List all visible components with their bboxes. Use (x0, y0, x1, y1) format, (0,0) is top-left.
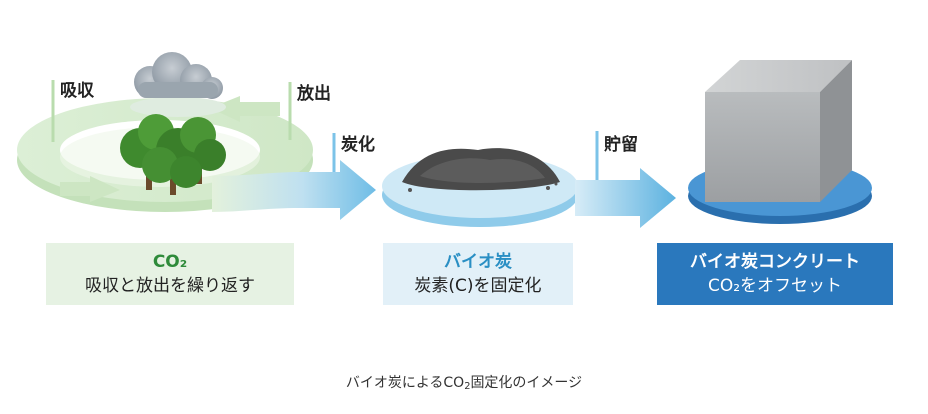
concrete-info-box: バイオ炭コンクリート CO₂をオフセット (657, 243, 893, 305)
stage-store-label: 貯留 (604, 134, 638, 155)
cycle-info-box: CO₂ 吸収と放出を繰り返す (46, 243, 294, 305)
stage-carbonize-label: 炭化 (341, 134, 375, 155)
concrete-title: バイオ炭コンクリート (690, 252, 860, 272)
concrete-cube-icon (688, 60, 872, 224)
cloud-icon (130, 52, 226, 117)
caption-pre: バイオ炭によるCO (345, 375, 465, 391)
stage-absorb-label: 吸収 (60, 81, 95, 101)
biochar-description: 炭素(C)を固定化 (414, 276, 542, 296)
stage-carbonize: 炭化 (332, 133, 375, 172)
stage-release-label: 放出 (296, 83, 331, 104)
biochar-info-box: バイオ炭 炭素(C)を固定化 (383, 243, 573, 305)
cycle-title: CO₂ (152, 252, 188, 272)
caption-post: 固定化のイメージ (470, 375, 583, 391)
cycle-description: 吸収と放出を繰り返す (85, 276, 255, 296)
biochar-plate-icon (382, 148, 578, 227)
stage-release: 放出 (288, 82, 331, 140)
figure-caption: バイオ炭によるCO2固定化のイメージ (0, 372, 928, 392)
concrete-description: CO₂をオフセット (707, 276, 843, 296)
carbonize-arrow (212, 160, 376, 220)
absorb-arrow-icon (60, 176, 120, 202)
release-arrow-icon (210, 96, 280, 122)
trees-icon (120, 114, 226, 195)
caption-sub: 2 (464, 380, 471, 392)
biochar-title: バイオ炭 (444, 252, 512, 272)
stage-store: 貯留 (595, 131, 638, 180)
stage-absorb: 吸収 (51, 80, 95, 142)
store-arrow (575, 168, 676, 228)
